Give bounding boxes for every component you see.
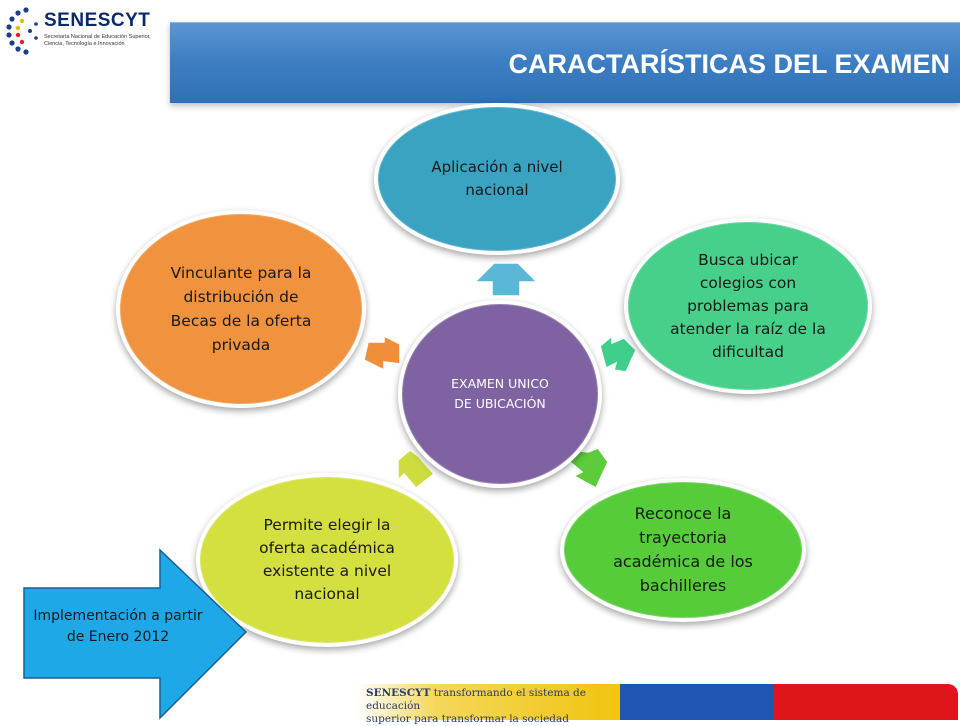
footer-tagline-1: transformando el sistema de educación [366,687,586,712]
node-permite-elegir: Permite elegir la oferta académica exist… [196,473,458,647]
logo-wordmark: SENESCYT [44,10,151,31]
node-aplicacion: Aplicación a nivel nacional [374,103,620,255]
implementation-text: Implementación a partir de Enero 2012 [33,608,203,645]
title-banner: CARACTARÍSTICAS DEL EXAMEN [170,22,960,103]
arrow-to-bottom-left [397,449,436,490]
footer-brand: SENESCYT [366,687,431,699]
logo-dots-icon [6,7,38,55]
node-aplicacion-label: Aplicación a nivel nacional [431,158,563,199]
logo-subtitle: Secretaría Nacional de Educación Superio… [44,34,151,47]
node-vinculante: Vinculante para la distribución de Becas… [116,210,366,408]
footer-yellow-segment [356,684,620,720]
arrow-to-left [363,334,401,372]
footer-tagline-2: superior para transformar la sociedad [366,713,570,725]
node-permite-elegir-label: Permite elegir la oferta académica exist… [259,516,395,603]
node-reconoce-label: Reconoce la trayectoria académica de los… [613,504,753,595]
node-center-examen: EXAMEN UNICO DE UBICACIÓN [398,300,602,488]
arrow-to-right [599,334,637,373]
senescyt-logo: SENESCYT Secretaría Nacional de Educació… [4,4,154,60]
node-center-label: EXAMEN UNICO DE UBICACIÓN [451,376,549,411]
footer-band: SENESCYT transformando el sistema de edu… [356,684,958,725]
arrow-to-top [473,262,539,297]
footer-tagline: SENESCYT transformando el sistema de edu… [366,687,616,726]
node-reconoce: Reconoce la trayectoria académica de los… [560,478,806,622]
arrow-to-bottom-right [569,447,609,490]
page-title: CARACTARÍSTICAS DEL EXAMEN [508,49,950,79]
node-busca-ubicar: Busca ubicar colegios con problemas para… [624,218,872,394]
implementation-arrow [23,548,248,720]
footer-red-segment [774,684,958,720]
node-vinculante-label: Vinculante para la distribución de Becas… [170,264,312,354]
node-busca-ubicar-label: Busca ubicar colegios con problemas para… [670,250,826,361]
footer-blue-segment [620,684,774,720]
